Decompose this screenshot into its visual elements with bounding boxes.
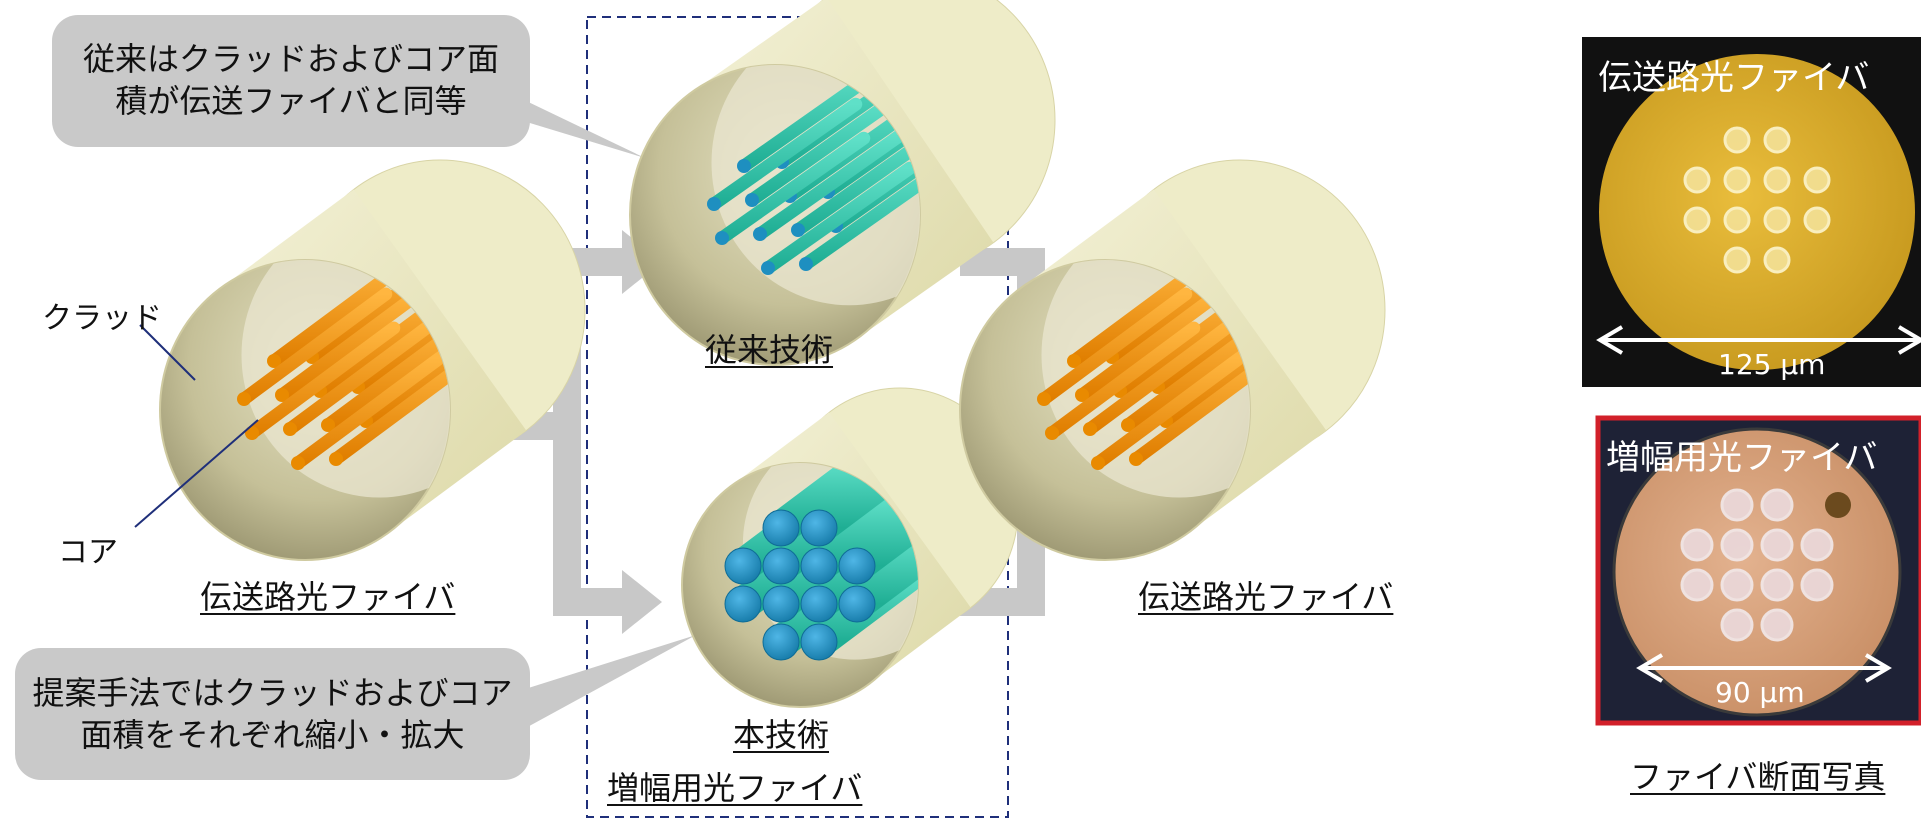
left-transmission-fiber: [159, 159, 586, 561]
photo-top-dimension: 125 μm: [1718, 348, 1826, 381]
core-leader: [134, 419, 259, 528]
cladding-leader: [139, 324, 196, 381]
photo-top-title: 伝送路光ファイバ: [1598, 58, 1870, 98]
photo-caption: ファイバ断面写真: [1630, 758, 1886, 796]
right-fiber-label: 伝送路光ファイバ: [1138, 578, 1394, 616]
bubble-conventional-text: 従来はクラッドおよびコア面 積が伝送ファイバと同等: [52, 38, 530, 122]
core-label: コア: [58, 535, 118, 570]
left-fiber-label: 伝送路光ファイバ: [200, 578, 456, 616]
this-tech-label: 本技術: [733, 716, 830, 754]
right-transmission-fiber: [959, 159, 1386, 561]
photo-transmission-fiber: [1582, 37, 1921, 387]
bubble-proposed-line1: 提案手法ではクラッドおよびコア: [32, 674, 513, 712]
amp-fiber-label: 増幅用光ファイバ: [607, 769, 863, 807]
bubble-conventional-line1: 従来はクラッドおよびコア面: [82, 40, 499, 78]
photo-bottom-dimension: 90 μm: [1715, 676, 1805, 709]
bubble-conventional: [52, 15, 645, 158]
amp-fiber-frame: [586, 16, 1009, 818]
conventional-tech-label: 従来技術: [705, 331, 834, 369]
this-tech-amp-fiber: [681, 387, 1019, 708]
bubble-proposed: [15, 635, 696, 780]
bubble-proposed-line2: 面積をそれぞれ縮小・拡大: [80, 716, 465, 754]
cladding-label: クラッド: [42, 301, 162, 336]
photo-bottom-title: 増幅用光ファイバ: [1606, 438, 1878, 478]
photo-amp-fiber: [1595, 415, 1921, 726]
bubble-conventional-line2: 積が伝送ファイバと同等: [115, 82, 467, 120]
bubble-proposed-text: 提案手法ではクラッドおよびコア 面積をそれぞれ縮小・拡大: [15, 672, 530, 756]
conventional-amp-fiber: [629, 0, 1056, 366]
